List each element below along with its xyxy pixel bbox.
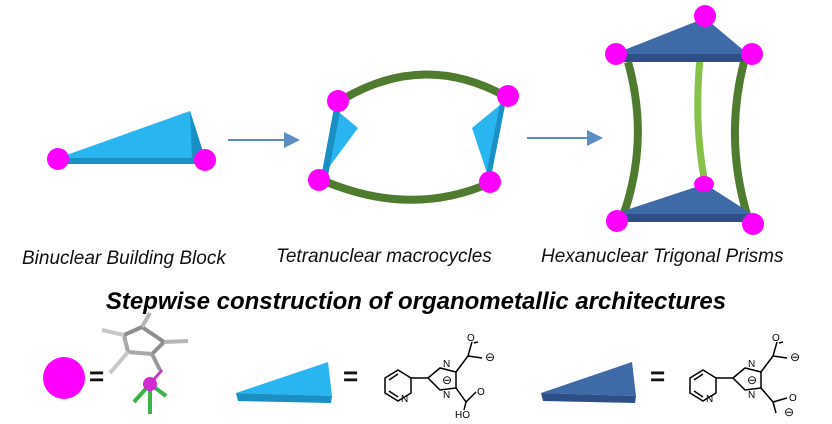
ligand-1-charge: ⊖ (485, 350, 495, 364)
metal-sphere-icon (741, 43, 763, 65)
legend-dark-block (541, 362, 636, 403)
metal-sphere-icon (308, 169, 330, 191)
ligand-structure-2-labels: N N N O O ⊖ ⊖ ⊖ (706, 333, 800, 419)
metal-sphere-icon (194, 149, 216, 171)
linker-top (343, 70, 507, 102)
metal-sphere-icon (742, 213, 764, 235)
metal-sphere-icon (47, 148, 69, 170)
equals-sign-light: = (343, 361, 359, 391)
metal-sphere-icon (327, 90, 349, 112)
legend-light-block (236, 362, 332, 403)
dark-triangle-bottom-edge (614, 214, 752, 222)
light-wedge (58, 111, 205, 158)
linker-bottom (320, 176, 492, 204)
ligand-1-atom-n1: N (401, 394, 408, 405)
ligand-1-atom-o2: O (477, 387, 485, 398)
ligand-2-atom-n2: N (748, 359, 755, 370)
dark-triangle-bottom (614, 184, 752, 214)
metal-sphere-icon (497, 85, 519, 107)
metal-sphere-icon (694, 176, 714, 192)
dark-triangle-top (614, 18, 748, 54)
ligand-1-atom-o: O (467, 333, 475, 344)
label-tetranuclear: Tetranuclear macrocycles (276, 246, 492, 267)
label-binuclear: Binuclear Building Block (22, 248, 226, 269)
scheme-title: Stepwise construction of organometallic … (105, 288, 727, 315)
legend-metal (43, 312, 189, 414)
light-wedge-left-side (321, 108, 340, 178)
equals-sign-metal: = (89, 361, 105, 391)
binuclear-block (47, 111, 216, 171)
metal-sphere-icon (43, 357, 85, 399)
cp-star-metal-complex-icon (101, 312, 189, 414)
ligand-1-atom-n2: N (443, 359, 450, 370)
ligand-1-atom-ho: HO (455, 410, 470, 421)
tetranuclear-macrocycle (308, 70, 519, 204)
ligand-2-ring-charge: ⊖ (747, 373, 757, 387)
ligand-structure-2 (689, 341, 788, 414)
metal-sphere-icon (694, 5, 716, 27)
ligand-1-atom-n3: N (443, 390, 450, 401)
ligand-2-atom-o2: O (789, 393, 797, 404)
linker-left (619, 60, 642, 218)
dark-triangle-top-edge (614, 54, 748, 62)
hexanuclear-prism (605, 5, 764, 235)
ligand-2-atom-n3: N (748, 390, 755, 401)
light-wedge-right-side (485, 100, 506, 182)
metal-sphere-icon (605, 43, 627, 65)
light-wedge-side (190, 111, 205, 160)
equals-sign-dark: = (650, 361, 666, 391)
linker-right (730, 61, 752, 220)
metal-sphere-icon (606, 210, 628, 232)
ligand-structure-1-labels: N N N O O HO ⊖ ⊖ (401, 333, 495, 421)
ligand-1-ring-charge: ⊖ (442, 373, 452, 387)
light-wedge-bottom (58, 158, 205, 164)
ligand-2-atom-o: O (772, 333, 780, 344)
ligand-2-atom-n1: N (706, 394, 713, 405)
ligand-structure-1 (384, 341, 483, 411)
ligand-2-charge-top: ⊖ (790, 350, 800, 364)
ligand-2-charge-bottom: ⊖ (784, 405, 794, 419)
label-hexanuclear: Hexanuclear Trigonal Prisms (541, 246, 784, 267)
metal-sphere-icon (479, 171, 501, 193)
linker-back (694, 57, 708, 179)
